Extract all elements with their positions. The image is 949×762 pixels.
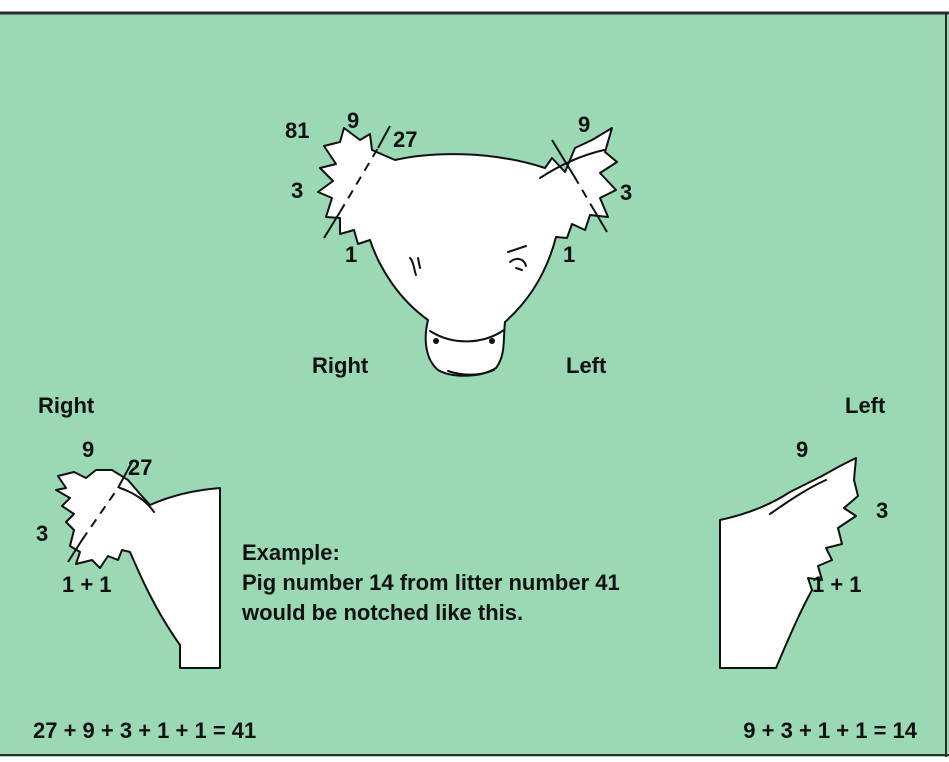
example-line-2: Pig number 14 from litter number 41 [242,570,620,595]
right-ear-notch-3: 3 [36,521,48,546]
head-label-right: Right [312,353,369,378]
left-ear-notch-9: 9 [796,437,808,462]
head-notch-left-1: 1 [563,242,575,267]
head-notch-right-9: 9 [347,108,359,133]
right-ear-line-1 [67,539,83,563]
head-notch-left-9: 9 [578,112,590,137]
ear-vein-left [539,149,605,179]
left-ear-equation: 9 + 3 + 1 + 1 = 14 [743,718,917,743]
right-ear-notch-9: 9 [82,437,94,462]
notch-line-r1 [323,211,341,239]
example-line-3: would be notched like this. [241,600,523,625]
left-ear-title: Left [845,393,886,418]
right-ear-vein [119,487,155,513]
right-ear-line-2 [117,461,133,489]
right-ear-line-dashed [81,487,119,541]
left-ear-outline [719,457,859,669]
head-notch-left-3: 3 [620,180,632,205]
left-ear-figure [719,457,859,669]
head-notch-right-3: 3 [291,178,303,203]
notch-line-r3 [377,125,391,149]
head-notch-27: 27 [393,127,417,152]
right-ear-notch-27: 27 [128,455,152,480]
right-ear-title: Right [38,393,95,418]
top-strip [0,0,949,12]
right-ear-outline [55,469,221,669]
nostril-left [433,338,439,344]
left-ear-vein [769,479,827,515]
eye-right-icon [409,257,421,276]
notch-line-l2-dashed [573,175,595,211]
notch-line-l3 [593,209,608,233]
notch-line-l1 [551,139,575,177]
pig-head-figure [317,125,618,377]
right-ear-equation: 27 + 9 + 3 + 1 + 1 = 41 [33,718,256,743]
notch-line-r2-dashed [339,147,379,213]
pig-head-outline [317,127,618,377]
eye-left-icon [509,257,527,271]
head-label-left: Left [566,353,607,378]
nostril-right [489,338,495,344]
right-ear-notch-1-1: 1 + 1 [62,572,112,597]
right-ear-figure [55,461,221,669]
brow-left [507,245,527,253]
head-notch-right-1: 1 [345,242,357,267]
left-ear-notch-3: 3 [876,498,888,523]
snout-line [429,329,505,343]
head-notch-81: 81 [285,118,309,143]
example-heading: Example: [242,540,340,565]
left-ear-notch-1-1: 1 + 1 [812,572,862,597]
mouth-line [447,369,495,376]
